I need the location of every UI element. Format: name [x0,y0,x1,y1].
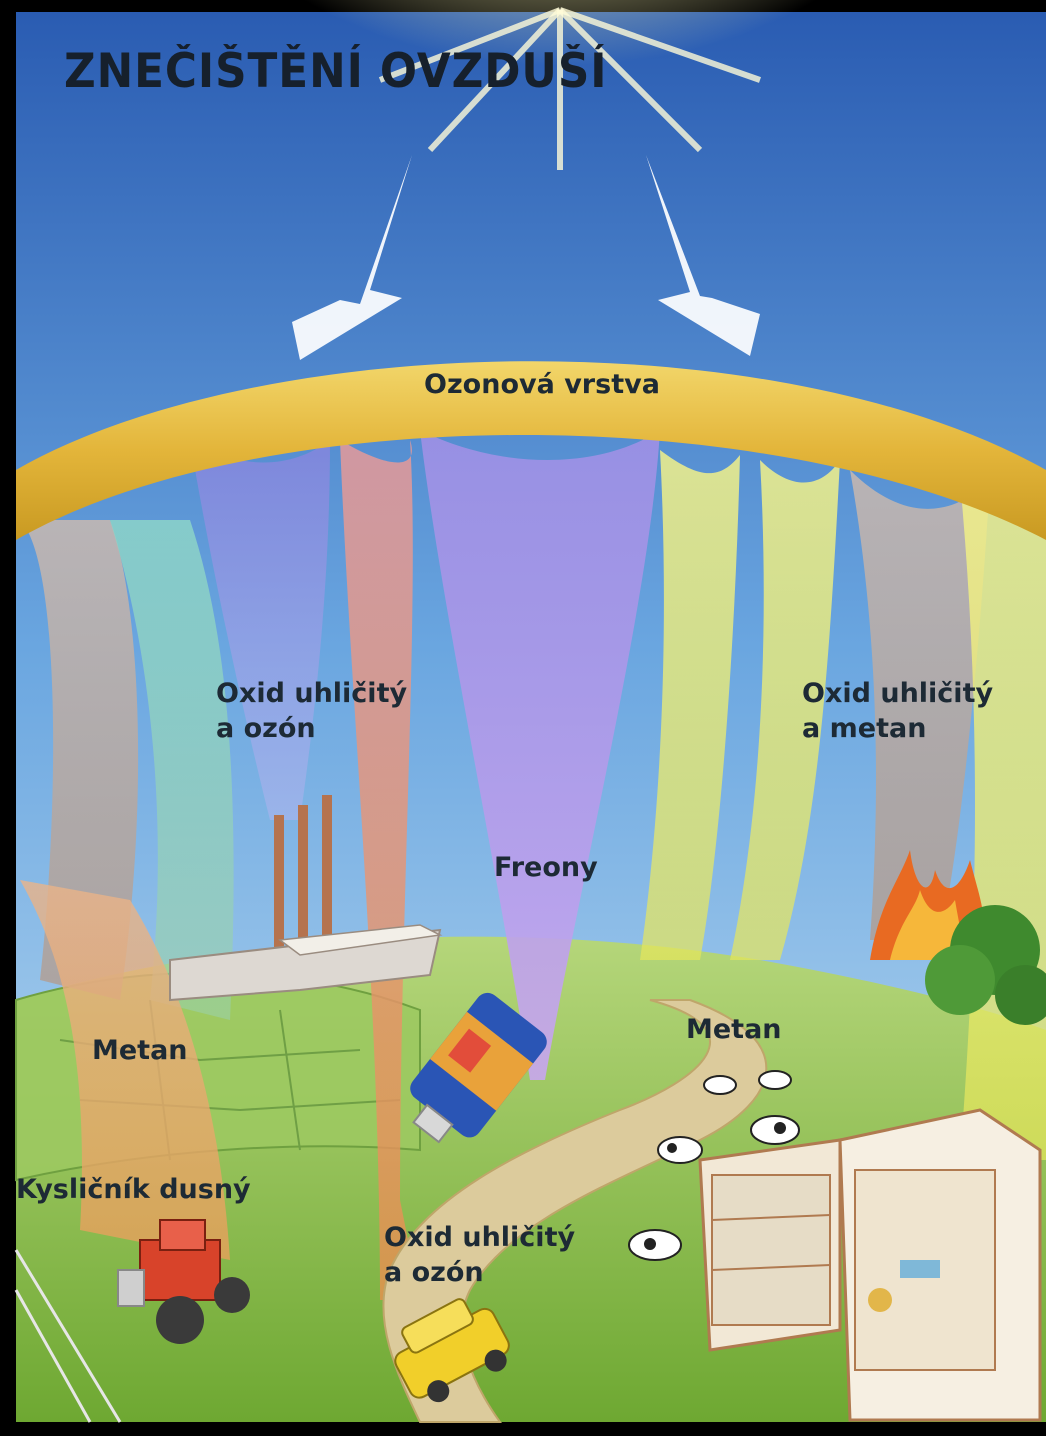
label-car-emissions: Oxid uhličitý a ozón [384,1220,575,1290]
label-ozone-layer: Ozonová vrstva [424,367,660,402]
label-freons: Freony [494,850,598,885]
label-factory-emissions: Oxid uhličitý a ozón [216,676,407,746]
poster-title: ZNEČIŠTĚNÍ OVZDUŠÍ [64,44,607,99]
label-methan-field: Metan [92,1033,188,1068]
label-methan-cows: Metan [686,1012,782,1047]
label-fire-emissions: Oxid uhličitý a metan [802,676,993,746]
label-nitrous-oxide: Kysličník dusný [16,1172,251,1207]
